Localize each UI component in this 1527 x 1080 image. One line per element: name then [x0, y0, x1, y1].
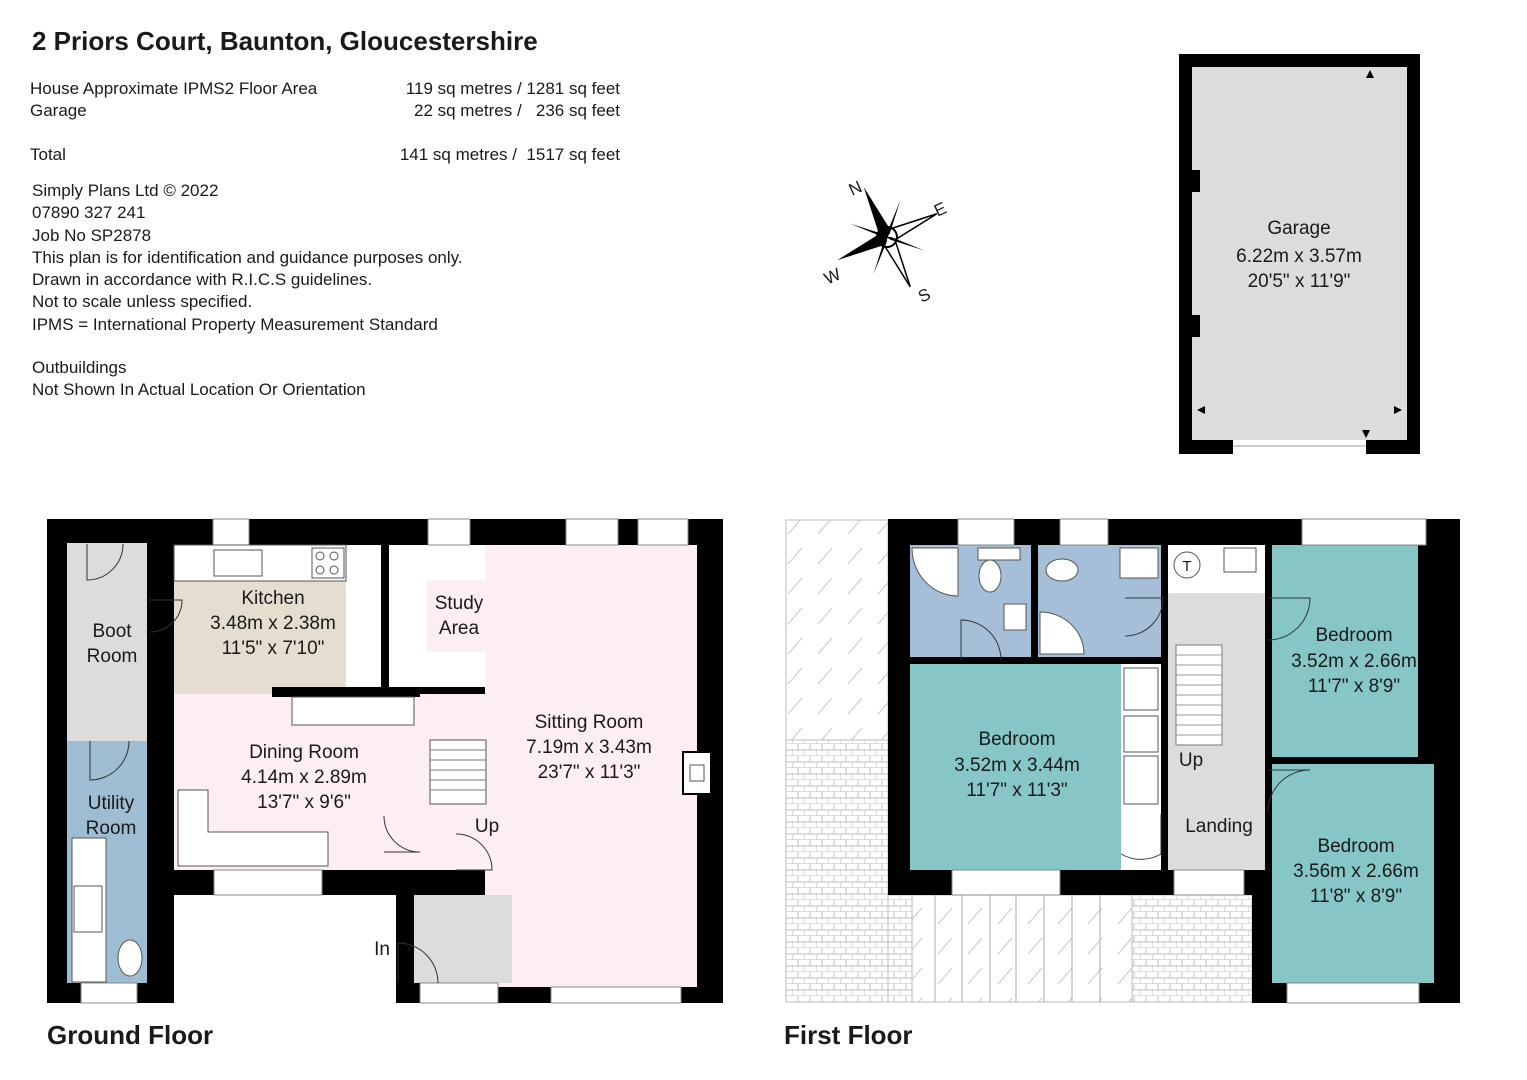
- ground-floor-plan: Boot Room Utility Room Kitchen 3.48m x 2…: [47, 518, 723, 1004]
- garage-metric: 6.22m x 3.57m: [1236, 246, 1362, 267]
- utility-room-label-1: Utility: [88, 793, 135, 814]
- bedroom-top-right-metric: 3.52m x 2.66m: [1291, 651, 1417, 672]
- compass-w: W: [821, 265, 844, 289]
- compass-n: N: [846, 177, 865, 199]
- area-label: House Approximate IPMS2 Floor Area: [30, 79, 318, 98]
- ground-floor-label: Ground Floor: [47, 1020, 214, 1050]
- ground-stair-up-label: Up: [475, 816, 499, 837]
- study-area-label-2: Area: [439, 618, 480, 639]
- bedroom-bottom-right-metric: 3.56m x 2.66m: [1293, 861, 1419, 882]
- outbuildings-note: Not Shown In Actual Location Or Orientat…: [32, 380, 366, 400]
- kitchen-imperial: 11'5" x 7'10": [222, 638, 325, 659]
- compass-e: E: [931, 198, 949, 220]
- area-value: 119 sq metres / 1281 sq feet: [405, 79, 620, 98]
- first-stair-up-label: Up: [1179, 750, 1203, 771]
- area-table: House Approximate IPMS2 Floor Area 119 s…: [30, 78, 620, 166]
- note-line: Not to scale unless specified.: [32, 292, 253, 312]
- disclaimer-notes: Simply Plans Ltd © 2022 07890 327 241 Jo…: [32, 180, 463, 402]
- boot-room-label-2: Room: [87, 646, 138, 667]
- dining-room-imperial: 13'7" x 9'6": [257, 792, 351, 813]
- note-line: Simply Plans Ltd © 2022: [32, 181, 219, 200]
- first-floor-label: First Floor: [784, 1020, 913, 1050]
- area-label: Total: [30, 145, 66, 164]
- area-value: 141 sq metres / 1517 sq feet: [399, 145, 620, 164]
- bedroom-bottom-right-imperial: 11'8" x 8'9": [1310, 886, 1402, 907]
- first-floor-plan: T Bedroom 3.52m x 3.44m 11'7" x 11'3" Be…: [785, 518, 1460, 1004]
- area-value: 22 sq metres / 236 sq feet: [413, 101, 620, 120]
- landing-label: Landing: [1185, 816, 1253, 837]
- kitchen-metric: 3.48m x 2.38m: [210, 613, 336, 634]
- note-line: Drawn in accordance with R.I.C.S guideli…: [32, 270, 373, 290]
- bedroom-bottom-right-label: Bedroom: [1317, 836, 1394, 857]
- study-area-label-1: Study: [435, 593, 484, 614]
- garage-plan: Garage 6.22m x 3.57m 20'5" x 11'9": [1179, 54, 1420, 454]
- svg-text:T: T: [1182, 558, 1191, 575]
- garage-name: Garage: [1267, 218, 1330, 239]
- utility-room-label-2: Room: [86, 818, 137, 839]
- dining-room-label: Dining Room: [249, 742, 359, 763]
- note-line: 07890 327 241: [32, 203, 146, 223]
- area-row-house: House Approximate IPMS2 Floor Area 119 s…: [30, 78, 620, 100]
- dining-room-metric: 4.14m x 2.89m: [241, 767, 367, 788]
- bedroom-main-label: Bedroom: [978, 729, 1055, 750]
- note-line: Job No SP2878: [32, 225, 152, 245]
- page-title: 2 Priors Court, Baunton, Gloucestershire: [32, 26, 538, 56]
- bedroom-main-imperial: 11'7" x 11'3": [966, 780, 1067, 801]
- bedroom-top-right-label: Bedroom: [1315, 625, 1392, 646]
- kitchen-label: Kitchen: [241, 588, 304, 609]
- area-row-garage: Garage 22 sq metres / 236 sq feet: [30, 100, 620, 122]
- entrance-in-label: In: [374, 939, 390, 960]
- garage-imperial: 20'5" x 11'9": [1248, 271, 1351, 292]
- note-line: IPMS = International Property Measuremen…: [32, 314, 438, 334]
- compass-rose: N E S W: [821, 177, 949, 306]
- boot-room-label-1: Boot: [92, 621, 132, 642]
- area-row-total: Total 141 sq metres / 1517 sq feet: [30, 144, 620, 166]
- bedroom-top-right-imperial: 11'7" x 8'9": [1308, 676, 1400, 697]
- sitting-room-imperial: 23'7" x 11'3": [538, 762, 641, 783]
- sitting-room-label: Sitting Room: [535, 712, 644, 733]
- outbuildings-heading: Outbuildings: [32, 358, 127, 378]
- bedroom-main-metric: 3.52m x 3.44m: [954, 755, 1080, 776]
- sitting-room-metric: 7.19m x 3.43m: [526, 737, 652, 758]
- note-line: This plan is for identification and guid…: [32, 247, 463, 267]
- compass-s: S: [915, 284, 933, 306]
- area-label: Garage: [30, 101, 87, 120]
